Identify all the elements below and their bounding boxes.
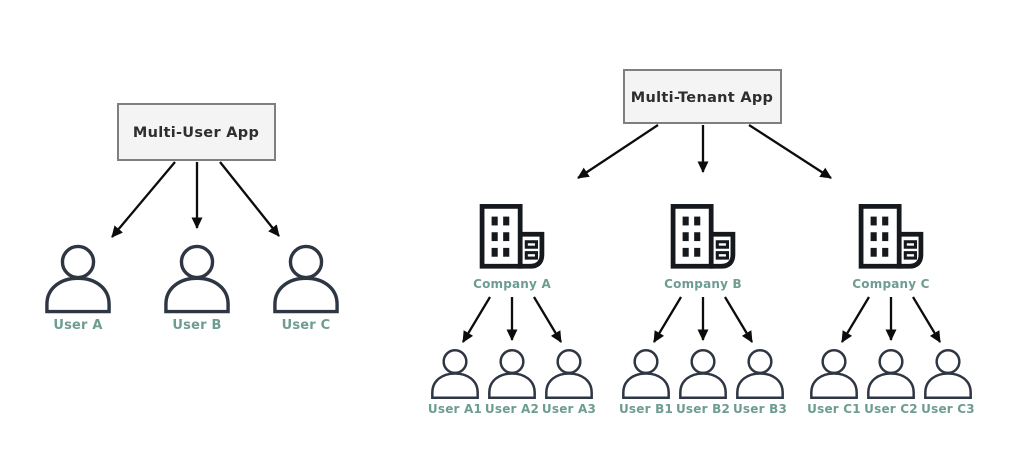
person-icon [164, 244, 230, 314]
multi-tenant-app-box [623, 69, 782, 124]
multi-user-diagram: Multi-User App User A User B User C [45, 103, 339, 333]
arrow-company-c-to-user-3 [912, 296, 941, 343]
building-icon [861, 206, 921, 266]
user-label: User C1 [807, 402, 861, 416]
arrow-company-b-to-user-3 [724, 296, 753, 343]
user-label: User C [282, 318, 331, 333]
multi-user-app-box [117, 103, 276, 161]
user-label: User A3 [542, 402, 596, 416]
arrow-app-to-user-a [111, 161, 176, 238]
arrow-company-c-to-user-1 [841, 296, 870, 343]
company-label: Company C [852, 277, 929, 291]
user-label: User B [172, 318, 221, 333]
person-icon [431, 348, 479, 400]
arrow-app-to-company-c [748, 124, 832, 179]
user-label: User C3 [921, 402, 975, 416]
user-label: User C2 [864, 402, 918, 416]
person-icon [736, 348, 784, 400]
arrow-company-a-to-user-1 [462, 296, 491, 343]
arrow-app-to-user-c [219, 161, 280, 237]
user-label: User B2 [676, 402, 730, 416]
user-label: User A [53, 318, 102, 333]
company-label: Company A [473, 277, 551, 291]
person-icon [488, 348, 536, 400]
user-label: User A1 [428, 402, 482, 416]
company-b-cluster: Company B User B1 User B2 User B3 [619, 206, 787, 416]
user-label: User B1 [619, 402, 673, 416]
company-c-cluster: Company C User C1 User C2 User C3 [807, 206, 975, 416]
multi-user-app-title: Multi-User App [133, 125, 259, 141]
company-label: Company B [664, 277, 742, 291]
person-icon [810, 348, 858, 400]
person-icon [924, 348, 972, 400]
person-icon [867, 348, 915, 400]
multi-tenant-app-title: Multi-Tenant App [631, 90, 774, 106]
company-a-cluster: Company A User A1 User A2 User A3 [428, 206, 596, 416]
person-icon [622, 348, 670, 400]
arrow-company-b-to-user-1 [653, 296, 682, 343]
arrow-company-a-to-user-3 [533, 296, 562, 343]
building-icon [673, 206, 733, 266]
person-icon [679, 348, 727, 400]
person-icon [273, 244, 339, 314]
multi-tenant-diagram: Multi-Tenant App Company A User A1 User … [428, 69, 975, 416]
user-label: User B3 [733, 402, 787, 416]
person-icon [45, 244, 111, 314]
user-label: User A2 [485, 402, 539, 416]
arrow-app-to-company-a [577, 124, 659, 179]
building-icon [482, 206, 542, 266]
person-icon [545, 348, 593, 400]
